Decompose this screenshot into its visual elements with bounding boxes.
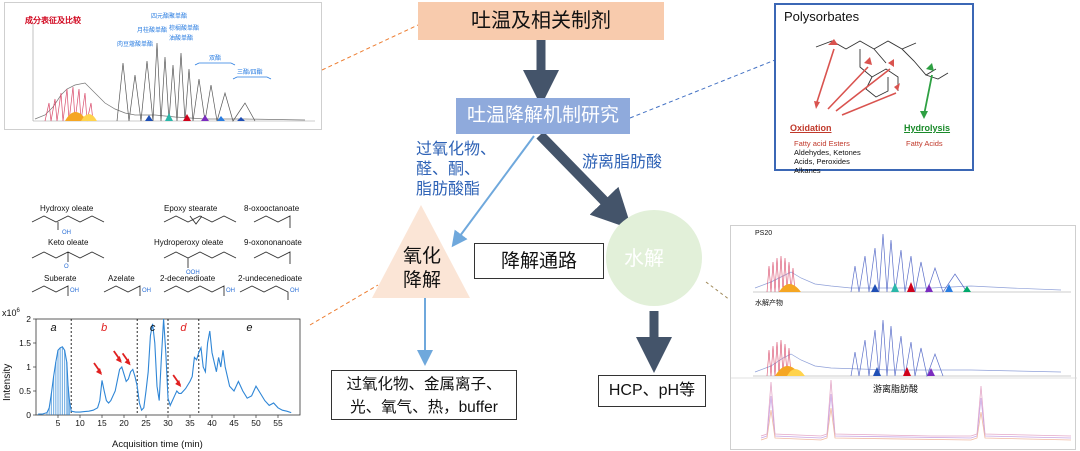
- hydrolysis-product-label: 水解产物: [755, 300, 783, 307]
- svg-text:O: O: [64, 264, 69, 270]
- peak-label: 双酯: [209, 56, 222, 62]
- svg-text:OH: OH: [142, 288, 151, 294]
- oxidation-degradation-label: 氧化 降解: [402, 246, 441, 291]
- ps20-label: PS20: [755, 230, 773, 237]
- structure-name: Hydroxy oleate: [40, 204, 94, 213]
- svg-text:OH: OH: [70, 288, 79, 294]
- free-fatty-acid-label: 游离脂肪酸: [873, 384, 919, 394]
- degradation-pathway-box: 降解通路: [474, 243, 604, 279]
- structure-drawings: OH O OOH OH OH OH OH: [31, 215, 299, 300]
- red-arrowhead: [124, 358, 131, 366]
- y-tick-label: 2: [26, 314, 31, 324]
- oxidation-product: Alkanes: [794, 166, 821, 175]
- leader-line-top-left: [321, 24, 419, 71]
- peak-label: 四元酯聚单酯: [151, 14, 188, 20]
- x-tick-label: 40: [207, 418, 217, 428]
- oxidation-route-label: 过氧化物、 醛、酮、 脂肪酸酯: [416, 141, 497, 198]
- oxidation-heading: Oxidation: [790, 123, 832, 133]
- y-tick-label: 0: [26, 410, 31, 420]
- mechanism-study-box: 吐温降解机制研究: [456, 98, 630, 134]
- structure-name: 2-decenedioate: [160, 274, 216, 283]
- structure-name: 8-oxooctanoate: [244, 204, 300, 213]
- top-box-tween-formulations: 吐温及相关制剂: [418, 2, 664, 40]
- region-label: e: [246, 322, 252, 334]
- arrow-mechanism-to-hydrolysis: [536, 131, 632, 230]
- y-tick-label: 1.5: [19, 338, 31, 348]
- svg-text:OH: OH: [62, 230, 71, 236]
- polysorbates-title: Polysorbates: [784, 9, 860, 24]
- arrow-mechanism-to-oxidation: [451, 135, 535, 248]
- svg-text:OH: OH: [226, 288, 235, 294]
- hydrolysis-products: Fatty Acids: [906, 139, 943, 148]
- polysorbate-structure: [814, 39, 949, 119]
- x-tick-label: 25: [141, 418, 151, 428]
- leader-line-right-chart: [705, 281, 731, 301]
- y-axis-label: Intensity: [2, 364, 13, 401]
- hydrolysis-chromatograms: [731, 233, 1077, 441]
- ms-intensity-chart: a b c d e 5 10 15 20 25 30 35 40 45 50 55 0 0.5 1 1.5 2 Int…: [2, 308, 301, 450]
- peak-label: 油酸单酯: [169, 36, 194, 42]
- peak-label: 三酯/四酯: [237, 70, 263, 76]
- oxidation-product: Acids, Peroxides: [794, 157, 850, 166]
- hydrolysis-circle: [606, 210, 702, 306]
- structure-name: 2-undecenedioate: [238, 274, 303, 283]
- composition-panel-title: 成分表征及比较: [25, 16, 81, 25]
- oxidation-product: Aldehydes, Ketones: [794, 148, 861, 157]
- x-tick-label: 55: [273, 418, 283, 428]
- x-tick-label: 15: [97, 418, 107, 428]
- structure-name: Keto oleate: [48, 238, 89, 247]
- structure-name: Suberate: [44, 274, 77, 283]
- x-tick-label: 45: [229, 418, 239, 428]
- red-arrowhead: [115, 356, 122, 363]
- oxidation-product: Fatty acid Esters: [794, 139, 850, 148]
- svg-text:OH: OH: [290, 288, 299, 294]
- structure-name: 9-oxononanoate: [244, 238, 302, 247]
- region-label: b: [101, 322, 107, 334]
- y-multiplier-label: x106: [2, 308, 21, 318]
- peak-label: 肉豆蔻酸单酯: [117, 42, 154, 48]
- oxidation-products-list: Fatty acid Esters Aldehydes, Ketones Aci…: [794, 139, 861, 175]
- composition-chromatogram: [32, 23, 315, 122]
- y-tick-label: 0.5: [19, 386, 31, 396]
- composition-chromatogram-panel: 成分表征及比较 四元酯聚单酯 月桂酸单酯 肉豆蔻酸单酯 棕榈酸单酯 油酸单酯 双…: [4, 2, 322, 130]
- x-tick-label: 20: [119, 418, 129, 428]
- region-label: a: [51, 322, 57, 334]
- hydrolysis-factors-box: HCP、pH等: [598, 375, 706, 407]
- peak-label: 月桂酸单酯: [137, 28, 168, 34]
- intensity-trace: [38, 318, 292, 415]
- oxidation-structures-panel: OH O OOH OH OH OH OH Hydroxy oleate Epox…: [4, 200, 314, 300]
- x-tick-label: 50: [251, 418, 261, 428]
- oxidation-triangle: [372, 205, 470, 298]
- x-tick-label: 30: [163, 418, 173, 428]
- x-axis-label: Acquisition time (min): [112, 439, 203, 450]
- x-tick-label: 5: [56, 418, 61, 428]
- leader-line-ms-chart: [309, 284, 379, 326]
- hydrolysis-route-label: 游离脂肪酸: [582, 154, 663, 171]
- peak-label: 棕榈酸单酯: [169, 26, 200, 32]
- red-arrowhead: [175, 380, 182, 387]
- region-label: c: [150, 322, 156, 334]
- red-arrowhead: [96, 368, 102, 375]
- polysorbates-panel: Polysorbates Oxidation Hydrolysis Fatty …: [774, 3, 974, 175]
- structure-name: Epoxy stearate: [164, 204, 218, 213]
- hydrolysis-label: 水解: [624, 248, 664, 270]
- svg-text:OOH: OOH: [186, 270, 200, 276]
- y-tick-label: 1: [26, 362, 31, 372]
- x-tick-label: 10: [75, 418, 85, 428]
- region-label: d: [180, 322, 187, 334]
- leader-line-polysorbates: [629, 59, 776, 119]
- x-tick-label: 35: [185, 418, 195, 428]
- structure-name: Azelate: [108, 274, 135, 283]
- structure-name: Hydroperoxy oleate: [154, 238, 224, 247]
- oxidation-factors-box: 过氧化物、金属离子、 光、氧气、热，buffer: [331, 370, 517, 420]
- hydrolysis-heading: Hydrolysis: [904, 123, 951, 133]
- hydrolysis-chromatogram-panel: PS20 水解产物 游离脂肪酸: [730, 225, 1077, 450]
